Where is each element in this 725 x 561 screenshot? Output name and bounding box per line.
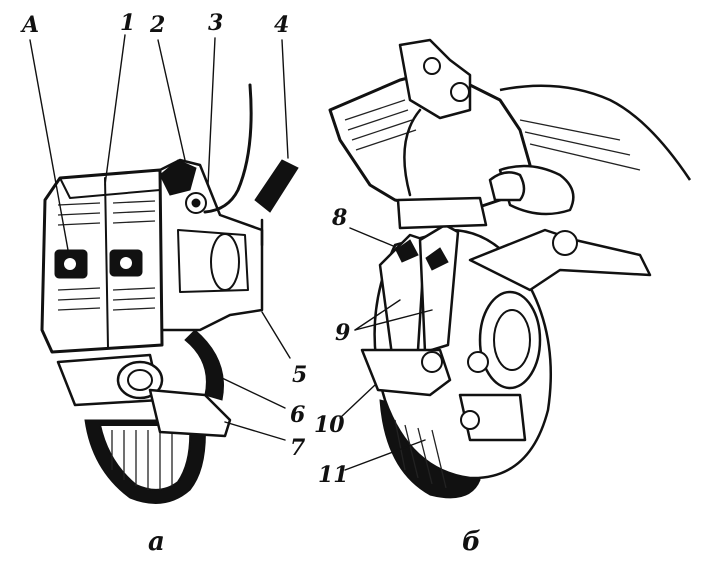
- view-a-brake-disc: [84, 419, 206, 504]
- label-9: 9: [335, 320, 350, 346]
- label-7: 7: [290, 435, 306, 461]
- label-2: 2: [149, 12, 165, 38]
- label-A: A: [20, 12, 39, 38]
- view-a-brake-hose: [203, 83, 299, 247]
- label-8: 8: [331, 205, 347, 231]
- view-a-caliper-body: [146, 158, 264, 332]
- label-10: 10: [314, 412, 345, 438]
- caption-view-b: б: [462, 527, 481, 557]
- view-b-caliper-lifted: [328, 38, 532, 230]
- view-a-drawing: A 1 2 3 4 5 6 7 а: [20, 10, 307, 557]
- view-b-hand: [488, 84, 692, 216]
- view-b-brake-pads: [378, 223, 460, 357]
- label-6: 6: [290, 402, 305, 428]
- caption-view-a: а: [148, 527, 165, 557]
- view-a-pad-block: [40, 168, 164, 354]
- label-5: 5: [292, 362, 307, 388]
- view-a-leaders: [29, 34, 291, 441]
- view-b-leaders: [339, 227, 433, 471]
- label-3: 3: [208, 10, 223, 36]
- label-4: 4: [274, 12, 289, 38]
- view-b-drawing: 8 9 10 11 б: [314, 38, 692, 557]
- label-11: 11: [318, 462, 349, 488]
- view-b-guide: [360, 348, 489, 397]
- view-b-knuckle: [458, 228, 652, 442]
- view-a-hub: [56, 329, 232, 438]
- label-1: 1: [120, 10, 135, 36]
